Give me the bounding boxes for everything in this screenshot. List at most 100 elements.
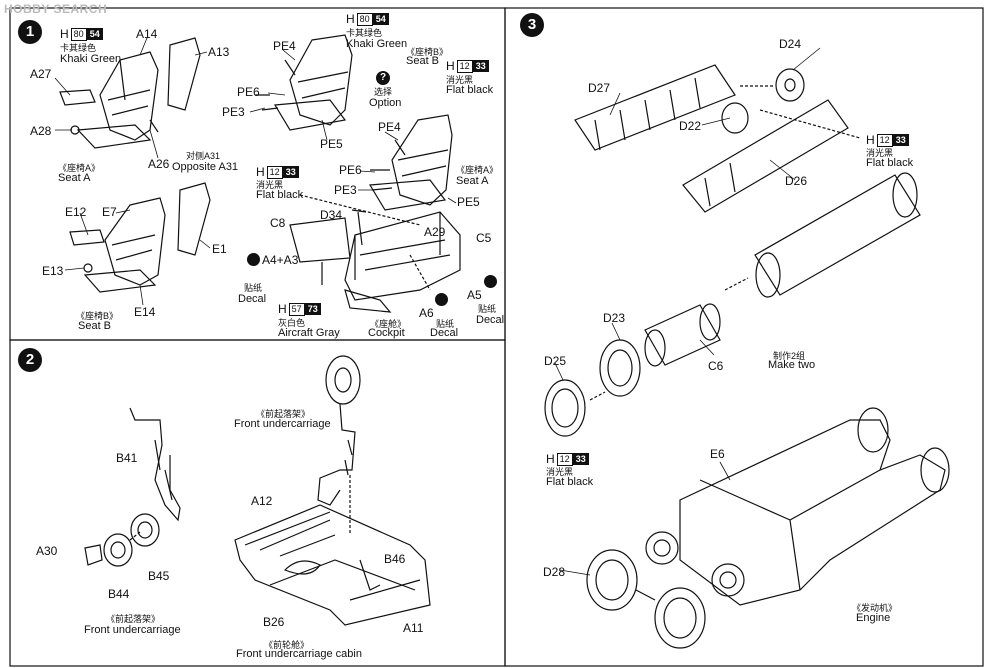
- part-a14: A14: [136, 27, 158, 41]
- part-a5: A5: [467, 288, 482, 302]
- paint-khaki-b: H 80 54: [346, 12, 389, 26]
- part-d22: D22: [679, 119, 702, 133]
- part-c8: C8: [270, 216, 286, 230]
- part-d24: D24: [779, 37, 802, 51]
- paint-code: 80: [356, 12, 373, 26]
- part-c6: C6: [708, 359, 724, 373]
- caption-seat-b-zh: 《座椅B》: [76, 311, 119, 321]
- part-d34: D34: [320, 208, 343, 222]
- engine-drawing: [586, 407, 950, 649]
- caption-cockpit-en: Cockpit: [368, 327, 405, 339]
- caption-seat-b-opt-en: Seat B: [406, 55, 440, 67]
- part-a27: A27: [30, 67, 52, 81]
- decal-icon-a4a3: [247, 253, 260, 266]
- paint-h: H: [546, 452, 555, 466]
- paint-number: 54: [372, 13, 389, 25]
- paint-flat-black-ring: H 12 33: [546, 452, 589, 466]
- part-d27: D27: [588, 81, 611, 95]
- exhaust-assembled-drawing: [724, 172, 921, 298]
- part-d23: D23: [603, 311, 626, 325]
- part-pe4-top: PE4: [273, 39, 296, 53]
- paint-flat-black-option: H 12 33: [446, 59, 489, 73]
- caption-seat-a-right-zh: 《座椅A》: [456, 165, 499, 175]
- seat-b-left-drawing: [69, 182, 211, 293]
- paint-number: 33: [282, 166, 299, 178]
- step-1-badge: 1: [18, 20, 42, 44]
- part-a29: A29: [424, 225, 446, 239]
- color-zh: 卡其绿色: [60, 43, 97, 53]
- part-e7: E7: [102, 205, 117, 219]
- aircraft-gray-en: Aircraft Gray: [278, 327, 340, 339]
- paint-code: 80: [70, 27, 87, 41]
- part-pe5-right: PE5: [457, 195, 480, 209]
- caption-front-uc-top-en: Front undercarriage: [234, 418, 331, 430]
- flat-black-zh: 消光黑: [256, 180, 284, 190]
- caption-engine-zh: 《发动机》: [852, 603, 898, 613]
- part-pe3-right: PE3: [334, 183, 357, 197]
- paint-code: 57: [288, 302, 305, 316]
- part-a12: A12: [251, 494, 273, 508]
- part-a4-a3: A4+A3: [262, 253, 299, 267]
- part-a11: A11: [403, 621, 424, 635]
- part-e6: E6: [710, 447, 725, 461]
- part-e13: E13: [42, 264, 64, 278]
- decal-right-en: Decal: [476, 314, 505, 326]
- part-a26: A26: [148, 157, 170, 171]
- part-b46: B46: [384, 552, 406, 566]
- paint-aircraft-gray: H 57 73: [278, 302, 321, 316]
- caption-seat-b-opt-zh: 《座椅B》: [406, 47, 449, 57]
- part-b45: B45: [148, 569, 170, 583]
- caption-seat-a-en: Seat A: [58, 172, 91, 184]
- paint-number: 73: [304, 303, 321, 315]
- flat-black-en: Flat black: [546, 476, 594, 488]
- paint-flat-black-exhaust: H 12 33: [866, 133, 909, 147]
- part-e14: E14: [134, 305, 156, 319]
- paint-h: H: [446, 59, 455, 73]
- paint-code: 12: [876, 133, 893, 147]
- part-pe6-top: PE6: [237, 85, 260, 99]
- part-d25: D25: [544, 354, 567, 368]
- flat-black-zh: 消光黑: [446, 75, 474, 85]
- caption-front-uc-left-en: Front undercarriage: [84, 624, 181, 636]
- part-c5: C5: [476, 231, 492, 245]
- decal-icon-a6: [435, 293, 448, 306]
- paint-code: 12: [456, 59, 473, 73]
- flat-black-zh: 消光黑: [866, 148, 894, 158]
- part-d28: D28: [543, 565, 566, 579]
- caption-seat-a-right-en: Seat A: [456, 175, 489, 187]
- opposite-en: Opposite A31: [172, 161, 239, 173]
- option-en: Option: [369, 97, 402, 109]
- caption-seat-b-en: Seat B: [78, 320, 112, 332]
- paint-number: 33: [472, 60, 489, 72]
- part-a28: A28: [30, 124, 52, 138]
- caption-cabin-en: Front undercarriage cabin: [236, 648, 362, 660]
- step3-frame: [504, 7, 984, 667]
- caption-cockpit-zh: 《座舱》: [370, 319, 407, 329]
- paint-flat-black-cockpit: H 12 33: [256, 165, 299, 179]
- paint-code: 12: [266, 165, 283, 179]
- watermark-logo: HOBBY SEARCH: [4, 2, 108, 16]
- flat-black-zh: 消光黑: [546, 467, 574, 477]
- part-a6: A6: [419, 306, 434, 320]
- paint-h: H: [60, 27, 69, 41]
- instrument-panel: [289, 217, 351, 263]
- front-gear-left-drawing: [84, 407, 181, 567]
- decal-icon-a5: [484, 275, 497, 288]
- color-zh: 卡其绿色: [346, 28, 383, 38]
- decal-center-en: Decal: [430, 327, 459, 339]
- front-cabin-drawing: [234, 504, 431, 626]
- paint-h: H: [278, 302, 287, 316]
- part-b41: B41: [116, 451, 138, 465]
- front-gear-center-drawing: [317, 355, 361, 535]
- part-pe3-top: PE3: [222, 105, 245, 119]
- caption-seat-a-zh: 《座椅A》: [58, 163, 101, 173]
- seat-b-option-drawing: [255, 34, 353, 131]
- paint-number: 33: [572, 453, 589, 465]
- make-two-zh: 制作2组: [773, 351, 806, 361]
- make-two-en: Make two: [768, 359, 816, 371]
- step-3-badge: 3: [520, 13, 544, 37]
- caption-engine-en: Engine: [856, 612, 891, 624]
- leader-lines: [54, 37, 821, 576]
